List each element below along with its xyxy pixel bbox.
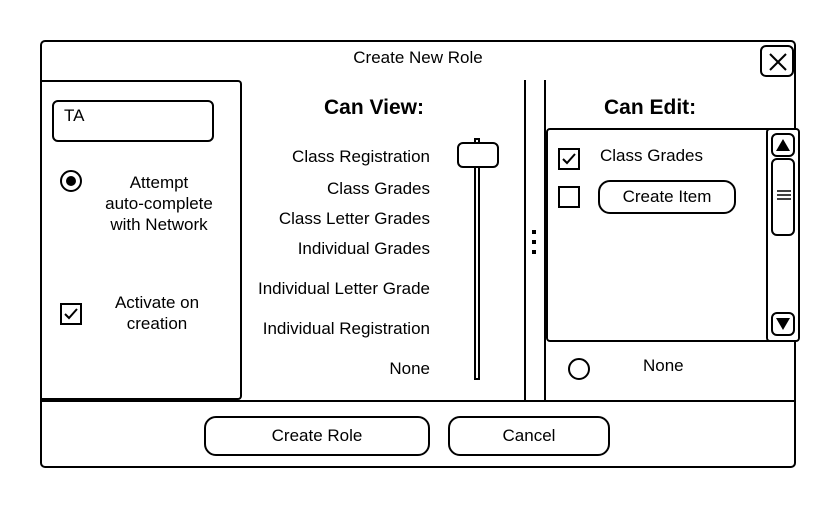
panel-divider-right: [544, 80, 546, 400]
triangle-up-icon: [776, 139, 790, 151]
scroll-up-button[interactable]: [771, 133, 795, 157]
create-role-dialog: Create New Role Attempt auto-complete wi…: [40, 40, 800, 468]
cancel-button[interactable]: Cancel: [448, 416, 610, 456]
autocomplete-radio[interactable]: [60, 170, 82, 192]
view-level-none[interactable]: None: [389, 359, 430, 378]
can-edit-heading: Can Edit:: [604, 96, 697, 119]
can-edit-list: Class Grades Create Item: [546, 128, 800, 342]
create-item-button[interactable]: Create Item: [598, 180, 736, 214]
footer-divider: [42, 400, 794, 402]
activate-on-creation-checkbox[interactable]: [60, 303, 82, 325]
splitter-grip-icon[interactable]: [532, 230, 536, 256]
view-level-class-letter-grades[interactable]: Class Letter Grades: [278, 209, 430, 228]
grip-lines-icon: [777, 190, 791, 200]
view-level-individual-letter-grade[interactable]: Individual Letter Grade: [258, 279, 430, 298]
scroll-thumb[interactable]: [771, 158, 795, 236]
view-level-class-grades[interactable]: Class Grades: [327, 179, 430, 198]
can-edit-scrollbar[interactable]: [766, 128, 800, 342]
activate-on-creation-label: Activate on creation: [114, 293, 200, 333]
can-view-heading: Can View:: [324, 96, 424, 119]
create-role-button[interactable]: Create Role: [204, 416, 430, 456]
role-options-panel: Attempt auto-complete with Network Activ…: [42, 80, 242, 400]
view-level-class-registration[interactable]: Class Registration: [292, 147, 430, 166]
view-level-individual-registration[interactable]: Individual Registration: [262, 319, 430, 338]
dialog-title: Create New Role: [353, 48, 483, 67]
view-level-slider-thumb[interactable]: [457, 142, 499, 168]
edit-none-radio[interactable]: [568, 358, 590, 380]
close-button[interactable]: [760, 45, 794, 77]
panel-divider-left: [524, 80, 526, 400]
view-level-slider-track[interactable]: [474, 138, 480, 380]
checkmark-icon: [562, 153, 576, 165]
close-icon: [769, 53, 787, 71]
role-name-input[interactable]: [52, 100, 214, 142]
edit-item-checkbox[interactable]: [558, 148, 580, 170]
edit-none-label: None: [643, 356, 684, 375]
triangle-down-icon: [776, 318, 790, 330]
view-level-individual-grades[interactable]: Individual Grades: [297, 239, 430, 258]
edit-item-label: Class Grades: [600, 146, 703, 165]
scroll-down-button[interactable]: [771, 312, 795, 336]
radio-selected-dot: [66, 176, 76, 186]
checkmark-icon: [64, 308, 78, 320]
new-item-checkbox[interactable]: [558, 186, 580, 208]
autocomplete-label: Attempt auto-complete with Network: [105, 173, 213, 234]
